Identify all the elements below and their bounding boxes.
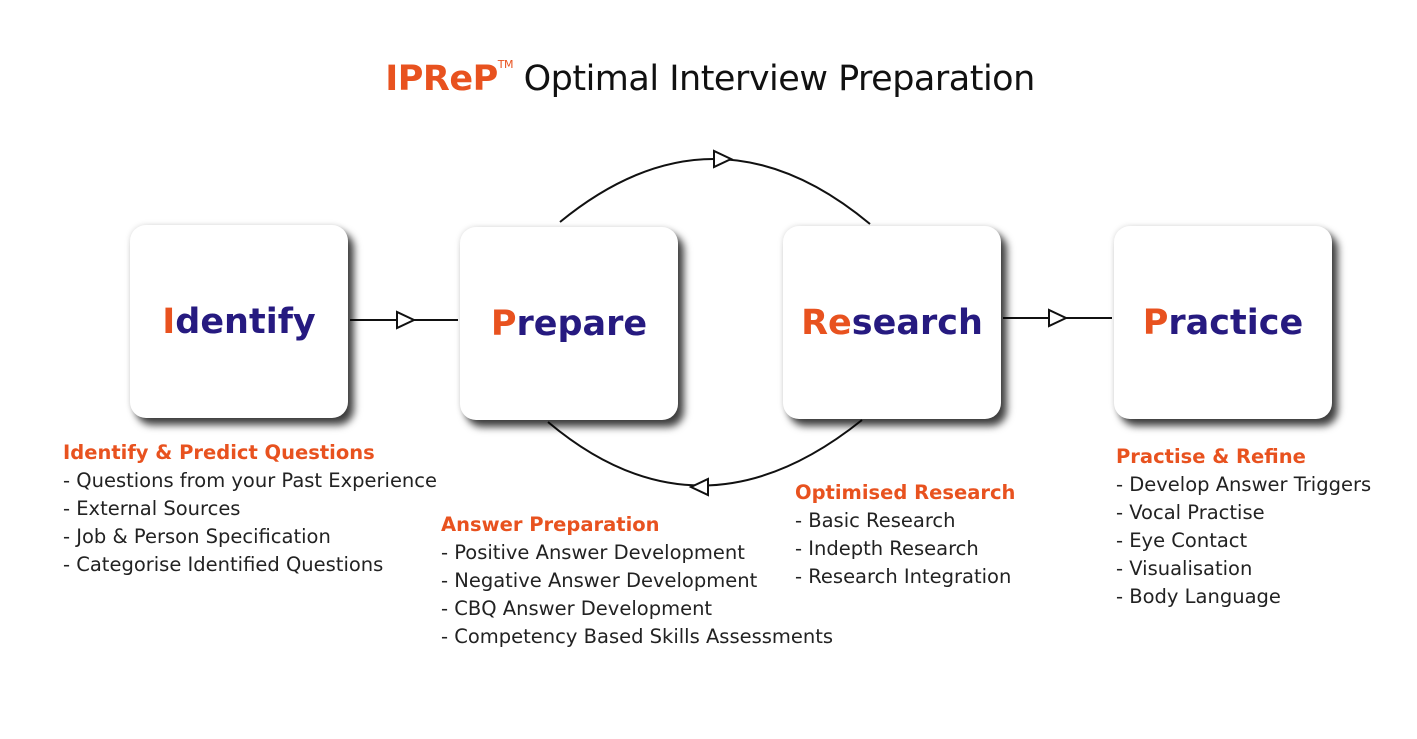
stage-label: search: [851, 302, 983, 343]
list-item: - Body Language: [1116, 585, 1281, 608]
stage-label: repare: [516, 303, 648, 344]
list-heading: Identify & Predict Questions: [63, 441, 375, 464]
stage-label: dentify: [175, 301, 316, 342]
list-item: - Questions from your Past Experience: [63, 469, 438, 492]
list-heading: Optimised Research: [795, 481, 1016, 504]
list-item: - Research Integration: [795, 565, 1012, 588]
stage-research: Research: [783, 226, 1001, 419]
list-item: - External Sources: [63, 497, 241, 520]
list-item: - CBQ Answer Development: [441, 597, 713, 620]
research-list: Optimised Research - Basic Research - In…: [795, 479, 1015, 591]
brand-name: IPReP: [385, 59, 498, 99]
list-item: - Basic Research: [795, 509, 956, 532]
list-item: - Competency Based Skills Assessments: [441, 625, 834, 648]
list-heading: Practise & Refine: [1116, 445, 1306, 468]
identify-list: Identify & Predict Questions - Questions…: [63, 439, 437, 579]
stage-initial: P: [1142, 302, 1169, 343]
stage-initial: P: [490, 303, 517, 344]
stage-prepare: Prepare: [460, 227, 678, 420]
cycle-arc-bottom: [547, 419, 863, 487]
arrow-right-icon: [713, 149, 734, 169]
arrow-right-icon: [396, 310, 417, 330]
list-item: - Categorise Identified Questions: [63, 553, 384, 576]
practice-list: Practise & Refine - Develop Answer Trigg…: [1116, 443, 1371, 611]
title-text: Optimal Interview Preparation: [523, 59, 1036, 99]
stage-practice: Practice: [1114, 226, 1332, 419]
stage-initial: I: [162, 301, 176, 342]
list-item: - Vocal Practise: [1116, 501, 1265, 524]
stage-identify: Identify: [130, 225, 348, 418]
arrow-left-icon: [688, 477, 709, 497]
cycle-arc-top: [559, 158, 871, 225]
stage-label: ractice: [1168, 302, 1304, 343]
arrow-right-icon: [1048, 308, 1069, 328]
list-item: - Positive Answer Development: [441, 541, 745, 564]
diagram-title: IPRePTM Optimal Interview Preparation: [0, 58, 1417, 99]
list-item: - Job & Person Specification: [63, 525, 331, 548]
list-item: - Develop Answer Triggers: [1116, 473, 1372, 496]
trademark: TM: [497, 58, 514, 71]
list-item: - Visualisation: [1116, 557, 1253, 580]
list-item: - Eye Contact: [1116, 529, 1248, 552]
list-heading: Answer Preparation: [441, 513, 660, 536]
stage-initial: Re: [801, 302, 852, 343]
list-item: - Negative Answer Development: [441, 569, 758, 592]
list-item: - Indepth Research: [795, 537, 979, 560]
prepare-list: Answer Preparation - Positive Answer Dev…: [441, 511, 833, 651]
